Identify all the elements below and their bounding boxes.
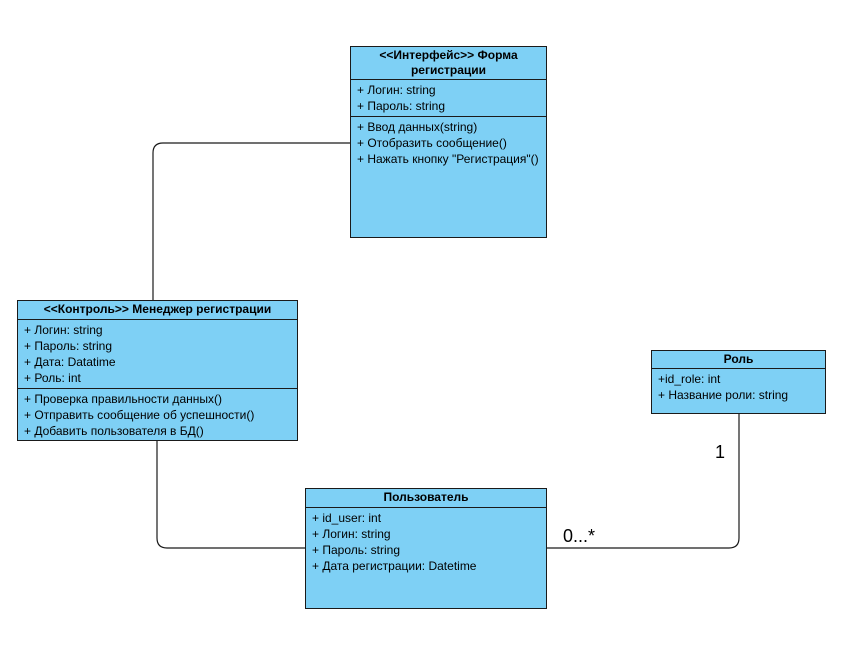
association-user-role[interactable] <box>546 414 740 549</box>
class-header: Роль <box>652 351 825 369</box>
class-attributes: +id_role: int + Название роли: string <box>652 369 825 405</box>
attribute: + Логин: string <box>357 83 436 97</box>
operation: + Добавить пользователя в БД() <box>24 424 204 438</box>
attribute: + Название роли: string <box>658 388 789 402</box>
operation: + Отобразить сообщение() <box>357 136 507 150</box>
attribute: + Дата регистрации: Datetime <box>312 559 477 573</box>
class-user[interactable]: Пользователь + id_user: int + Логин: str… <box>305 488 547 609</box>
association-manager-user[interactable] <box>156 441 305 549</box>
attribute: + id_user: int <box>312 511 382 525</box>
class-attributes: + Логин: string + Пароль: string + Дата:… <box>18 320 297 388</box>
class-header: <<Контроль>> Менеджер регистрации <box>18 301 297 320</box>
association-form-manager[interactable] <box>152 142 350 301</box>
class-header: Пользователь <box>306 489 546 508</box>
attribute: + Логин: string <box>312 527 391 541</box>
operation: + Нажать кнопку "Регистрация"() <box>357 152 539 166</box>
class-title: <<Интерфейс>> Форма <box>379 48 518 62</box>
class-operations: + Ввод данных(string) + Отобразить сообщ… <box>351 116 546 169</box>
attribute: + Дата: Datatime <box>24 355 116 369</box>
operation: + Отправить сообщение об успешности() <box>24 408 255 422</box>
class-title: <<Контроль>> Менеджер регистрации <box>43 302 272 316</box>
multiplicity-role-end: 1 <box>715 442 726 462</box>
class-title: Роль <box>723 352 754 366</box>
class-role[interactable]: Роль +id_role: int + Название роли: stri… <box>651 350 826 414</box>
class-title-continued: регистрации <box>410 63 487 77</box>
attribute: + Пароль: string <box>357 99 445 113</box>
class-header: <<Интерфейс>> Форма регистрации <box>351 47 546 80</box>
class-registration-form[interactable]: <<Интерфейс>> Форма регистрации + Логин:… <box>350 46 547 238</box>
class-operations: + Проверка правильности данных() + Отпра… <box>18 388 297 441</box>
attribute: + Логин: string <box>24 323 103 337</box>
attribute: + Пароль: string <box>24 339 112 353</box>
class-registration-manager[interactable]: <<Контроль>> Менеджер регистрации + Логи… <box>17 300 298 441</box>
class-attributes: + Логин: string + Пароль: string <box>351 80 546 116</box>
operation: + Ввод данных(string) <box>357 120 478 134</box>
class-title: Пользователь <box>383 490 469 504</box>
operation: + Проверка правильности данных() <box>24 392 222 406</box>
attribute: + Роль: int <box>24 371 81 385</box>
multiplicity-user-end: 0...* <box>563 526 596 546</box>
class-attributes: + id_user: int + Логин: string + Пароль:… <box>306 508 546 576</box>
attribute: + Пароль: string <box>312 543 400 557</box>
attribute: +id_role: int <box>658 372 721 386</box>
